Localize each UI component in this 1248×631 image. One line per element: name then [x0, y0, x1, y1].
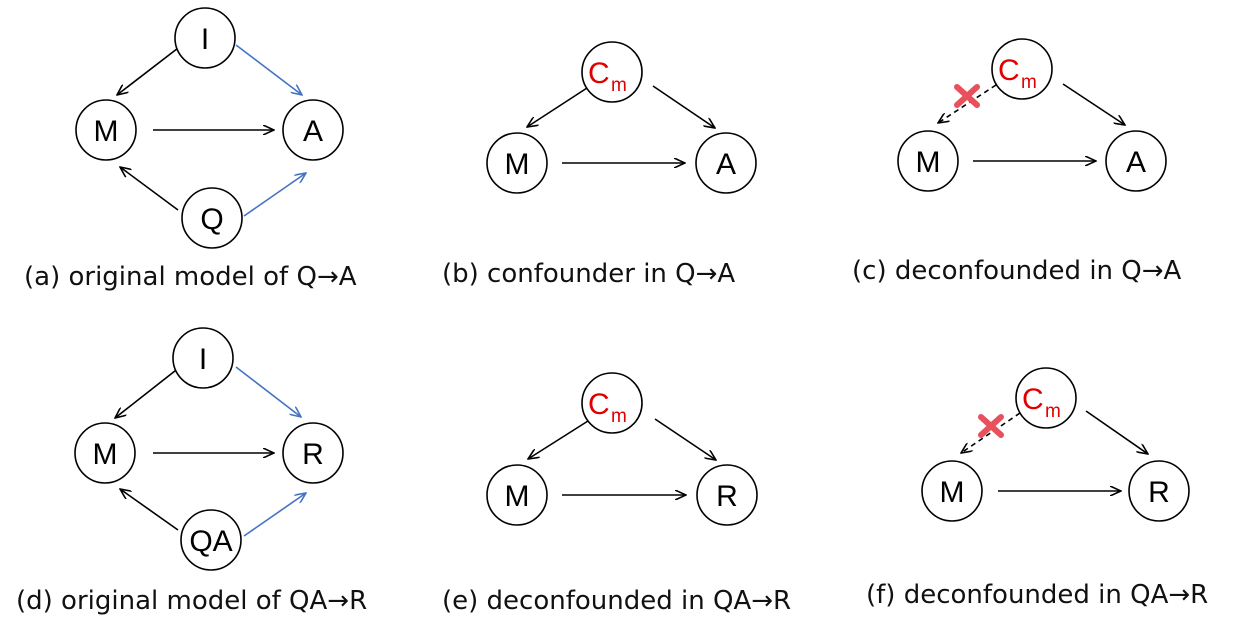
edge-cm-to-m-cut	[961, 412, 1021, 453]
edge-cm-to-r	[1085, 410, 1148, 454]
panel-e: C m M R (e) deconfounded in QA→R	[442, 372, 791, 616]
edge-qa-to-m	[120, 489, 179, 531]
caption-e: (e) deconfounded in QA→R	[442, 586, 791, 616]
caption-a: (a) original model of Q→A	[24, 262, 357, 292]
edge-cm-to-m-cut	[938, 84, 997, 123]
node-label: A	[303, 115, 323, 148]
node-cm: C m	[1015, 367, 1077, 429]
node-label: M	[93, 438, 118, 471]
caption-b: (b) confounder in Q→A	[442, 259, 735, 289]
caption-f: (f) deconfounded in QA→R	[866, 580, 1208, 610]
node-label: M	[916, 146, 941, 179]
confounder-subscript: m	[1021, 72, 1037, 93]
confounder-subscript: m	[611, 406, 627, 427]
edge-cm-to-a	[652, 85, 715, 128]
node-label: I	[201, 23, 209, 56]
node-m: M	[486, 132, 548, 194]
caption-c: (c) deconfounded in Q→A	[852, 256, 1182, 286]
confounder-label: C	[998, 54, 1020, 87]
node-label: QA	[189, 525, 232, 558]
node-label: I	[199, 343, 207, 376]
confounder-subscript: m	[1045, 401, 1061, 422]
confounder-label: C	[588, 57, 610, 90]
node-a: A	[695, 132, 757, 194]
node-m: M	[486, 464, 548, 526]
node-m: M	[75, 99, 137, 161]
panel-f: C m M R (f) deconfounded in QA→R	[866, 367, 1208, 610]
panel-c: C m M A (c) deconfounded in Q→A	[852, 38, 1182, 286]
node-i: I	[172, 327, 234, 389]
edge-q-to-a	[243, 173, 306, 217]
edge-i-to-m	[117, 44, 183, 95]
panel-d: I M R QA (d) original model of QA→R	[16, 327, 367, 616]
node-label: M	[505, 148, 530, 181]
node-label: R	[716, 480, 738, 513]
edge-q-to-m	[120, 167, 179, 211]
node-m: M	[921, 460, 983, 522]
panel-a: I M A Q (a) original model of Q→A	[24, 7, 357, 292]
node-label: M	[505, 480, 530, 513]
node-m: M	[74, 422, 136, 484]
edge-cm-to-m	[528, 420, 589, 459]
cut-cross-icon	[954, 84, 980, 108]
node-r: R	[1128, 460, 1190, 522]
node-q: Q	[181, 187, 243, 249]
edge-qa-to-r	[243, 493, 306, 537]
node-cm: C m	[581, 41, 643, 103]
node-label: R	[1148, 476, 1170, 509]
node-r: R	[282, 422, 344, 484]
caption-d: (d) original model of QA→R	[16, 586, 367, 616]
node-label: M	[94, 115, 119, 148]
confounder-label: C	[588, 388, 610, 421]
edge-cm-to-a	[1062, 83, 1125, 125]
edge-i-to-m	[115, 366, 181, 418]
edge-cm-to-m	[527, 87, 588, 127]
node-m: M	[897, 130, 959, 192]
node-a: A	[282, 99, 344, 161]
node-label: R	[302, 438, 324, 471]
node-label: A	[1126, 146, 1146, 179]
node-label: Q	[200, 203, 223, 236]
cut-cross-icon	[978, 414, 1004, 438]
node-a: A	[1105, 130, 1167, 192]
node-i: I	[174, 7, 236, 69]
panel-b: C m M A (b) confounder in Q→A	[442, 41, 757, 289]
node-qa: QA	[180, 509, 242, 571]
node-label: M	[940, 476, 965, 509]
confounder-subscript: m	[611, 75, 627, 96]
node-cm: C m	[991, 38, 1053, 100]
edge-i-to-r	[235, 366, 301, 417]
node-cm: C m	[581, 372, 643, 434]
edge-cm-to-r	[654, 418, 716, 460]
node-label: A	[716, 148, 736, 181]
edge-i-to-a	[235, 44, 302, 95]
node-r: R	[696, 464, 758, 526]
confounder-label: C	[1022, 383, 1044, 416]
